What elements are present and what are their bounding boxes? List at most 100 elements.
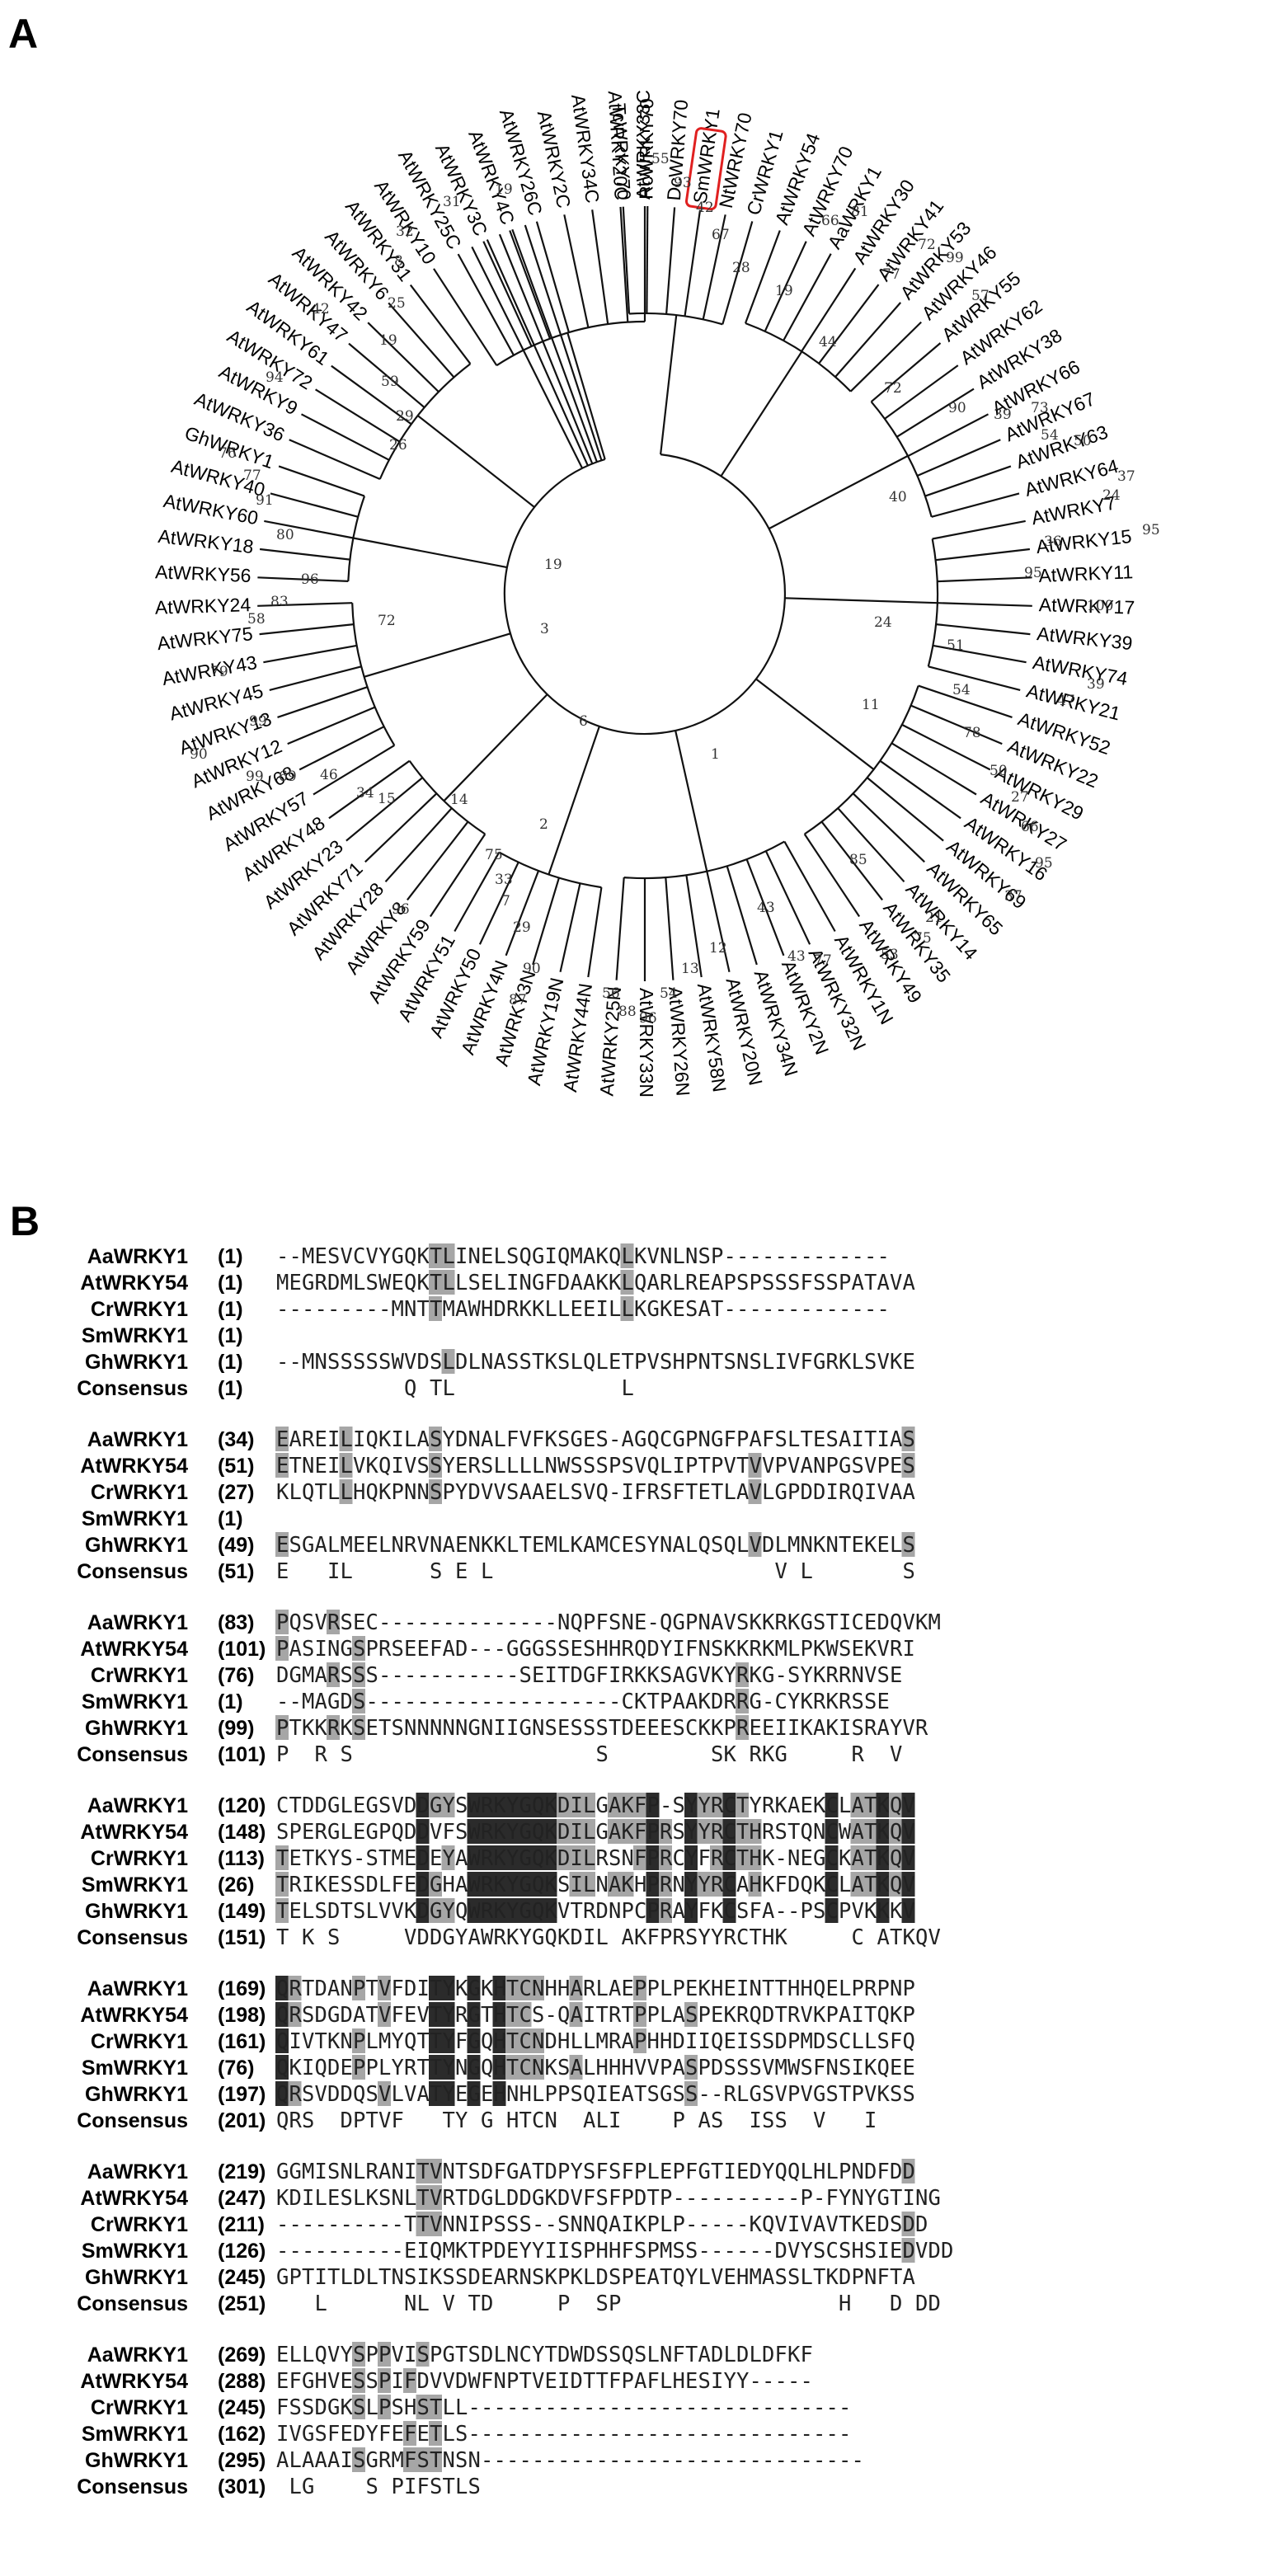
residue-shade [850,1819,864,1844]
residue-shade [416,2185,430,2210]
residue: D [903,2212,915,2237]
residue: - [762,1690,774,1714]
residue: D [404,1820,416,1845]
residue: R [724,1925,737,1950]
residue: L [289,1480,302,1505]
residue: Q [519,1244,532,1269]
sequence-position: (51) [218,1560,254,1583]
residue: A [609,1873,621,1897]
residue: - [532,1610,544,1635]
residue-shade [492,1793,506,1817]
residue: - [443,1690,455,1714]
residue: H [609,1637,621,1662]
residue: - [736,1297,749,1322]
residue: W [787,2056,801,2080]
residue: S [596,1427,609,1452]
residue: L [494,1244,506,1269]
bootstrap-value: 46 [320,767,338,783]
residue: - [481,2422,493,2447]
bootstrap-value: 29 [396,408,414,425]
residue: E [455,1533,468,1558]
residue-shade [480,1872,493,1897]
residue-shade [275,1610,289,1634]
residue: S [417,2448,430,2473]
residue: T [775,1977,787,2001]
residue: - [596,2395,609,2420]
residue: E [545,1480,557,1505]
residue: - [685,2212,698,2237]
residue: C [685,1716,698,1741]
residue: - [430,1690,442,1714]
residue: L [366,2265,378,2290]
residue: C [660,1427,672,1452]
residue: - [736,2239,749,2263]
residue: - [519,2422,532,2447]
residue: K [890,1899,903,1924]
residue: - [378,1663,391,1688]
residue: K [494,1899,507,1924]
residue: I [417,1977,430,2001]
residue: S [519,2212,532,2237]
bootstrap-value: 99 [249,713,267,730]
residue: K [366,2186,379,2211]
residue: - [660,1793,672,1818]
residue: I [392,2369,404,2394]
residue: N [750,1977,762,2001]
residue: - [545,2422,557,2447]
residue: F [392,2003,404,2028]
residue: S [455,1793,468,1818]
residue: A [634,2369,646,2394]
residue: K [634,1297,647,1322]
residue: L [660,1977,672,2001]
residue: - [430,1610,442,1635]
residue: - [660,2422,672,2447]
residue: A [852,1271,864,1295]
residue: Q [532,1846,544,1871]
residue: - [366,2239,378,2263]
residue: L [366,2029,378,2054]
bootstrap-value: 26 [389,437,407,454]
residue: P [647,1820,660,1845]
residue: F [289,2369,302,2394]
residue: - [647,1610,660,1635]
residue-shade [518,2028,532,2053]
residue-shade [327,1662,340,1687]
residue: M [596,2029,609,2054]
residue: L [762,1350,774,1375]
residue: V [762,2056,774,2080]
residue: T [378,1716,391,1741]
sequence-name: CrWRKY1 [91,1481,188,1504]
residue: - [787,1244,800,1269]
residue: S [302,1637,314,1662]
bootstrap-value: 69 [279,769,297,785]
residue: F [596,1663,609,1688]
residue: L [890,1533,902,1558]
residue: P [366,1637,378,1662]
residue-shade [659,1845,672,1870]
residue: L [353,2160,365,2184]
residue: E [864,2212,877,2237]
sequence-name: SmWRKY1 [82,1690,188,1713]
residue: - [736,2395,749,2420]
residue: - [724,2422,736,2447]
residue-shade [505,2002,519,2027]
residue: H [596,1637,609,1662]
bootstrap-value: 88 [618,1004,637,1020]
residue: E [315,1427,327,1452]
residue: M [660,2239,672,2263]
residue: - [557,2448,570,2473]
residue: E [455,2082,468,2107]
residue: S [762,2108,774,2133]
residue: K [801,1690,814,1714]
residue: N [890,1977,902,2001]
residue: E [392,1271,404,1295]
residue: - [685,2395,698,2420]
residue: N [532,1716,544,1741]
residue: L [494,1427,506,1452]
residue: R [378,1637,392,1662]
residue: P [724,1271,736,1295]
sequence-name: AaWRKY1 [87,1611,188,1634]
tree-branch [367,322,440,393]
residue: S [877,2029,890,2054]
tree-branch [478,862,519,945]
